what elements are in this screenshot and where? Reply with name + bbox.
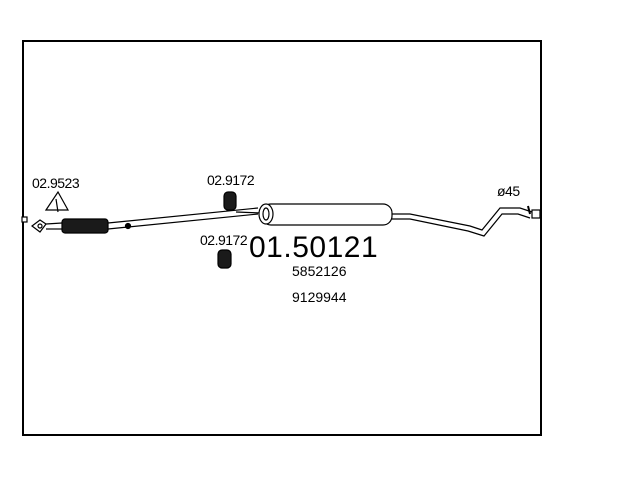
- front-pipe: [107, 207, 263, 230]
- diagram-frame: [22, 40, 542, 436]
- diameter-label: ø45: [497, 183, 520, 199]
- part-number: 01.50121: [249, 231, 379, 264]
- gasket-part-label: 02.9523: [32, 175, 80, 191]
- hanger-rear-label: 02.9172: [200, 232, 248, 248]
- tail-pipe: [392, 205, 541, 237]
- gasket-callout: [44, 190, 70, 213]
- hanger-rear-part: [217, 249, 232, 269]
- front-flange: [21, 216, 47, 233]
- center-muffler: [258, 203, 393, 226]
- flex-pipe: [45, 218, 109, 234]
- oem-number-2: 9129944: [292, 289, 347, 305]
- hanger-front-label: 02.9172: [207, 172, 255, 188]
- hanger-front-part: [223, 191, 237, 211]
- oem-number-1: 5852126: [292, 263, 347, 279]
